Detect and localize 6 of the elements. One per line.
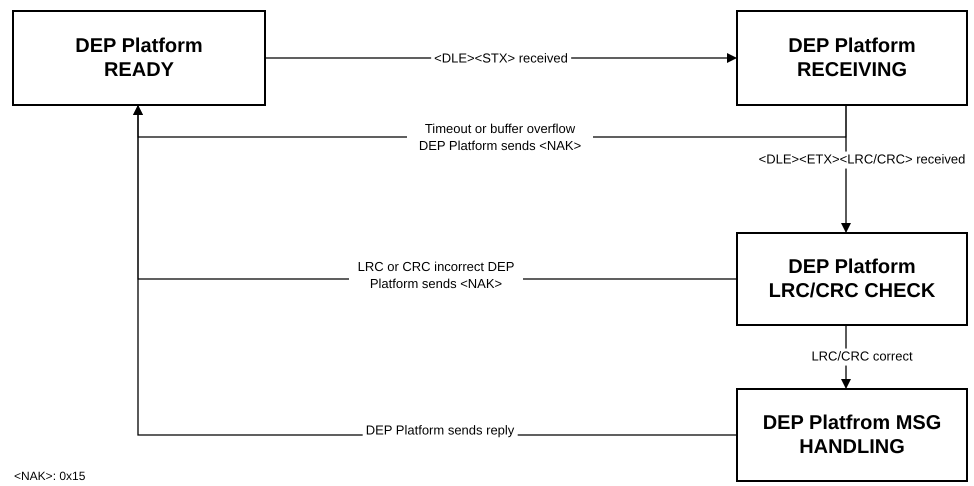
state-box: DEP Platform LRC/CRC CHECK [736, 232, 968, 326]
state-box: DEP Platform READY [12, 10, 266, 106]
state-box: DEP Platform RECEIVING [736, 10, 968, 106]
edge-label: DEP Platform sends reply [362, 422, 518, 440]
state-box: DEP Platfrom MSG HANDLING [736, 388, 968, 482]
note: <NAK>: 0x15 [14, 469, 86, 483]
